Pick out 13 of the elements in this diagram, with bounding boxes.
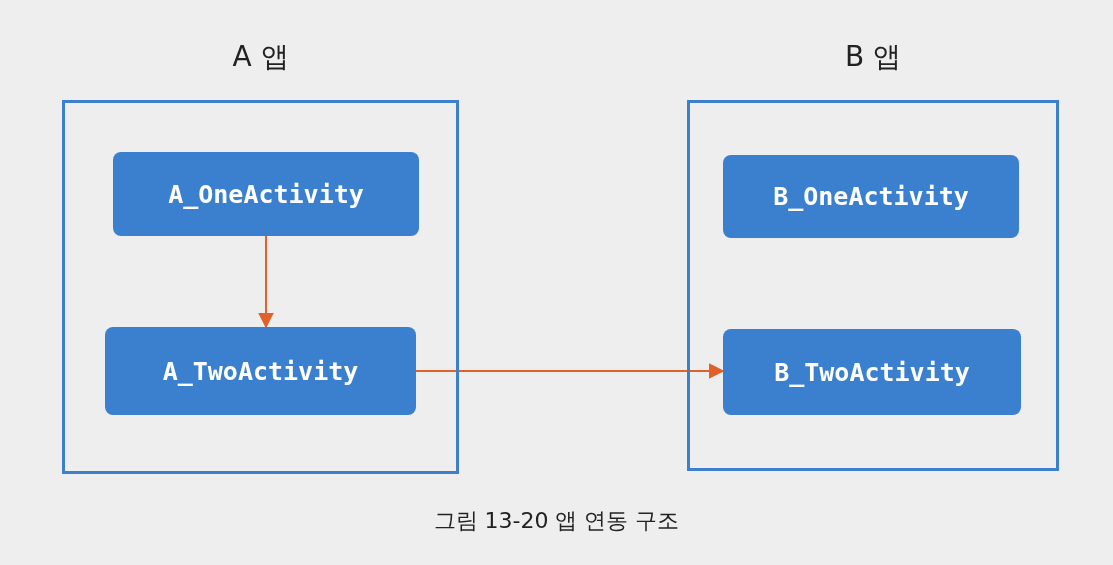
activity-box	[723, 155, 1019, 238]
activity-label: A_TwoActivity	[162, 356, 359, 386]
activity-label: A_OneActivity	[168, 179, 364, 209]
activity-box	[113, 152, 419, 236]
arrow	[258, 235, 274, 329]
activity-box	[105, 327, 416, 415]
figure-caption: 그림 13-20 앱 연동 구조	[433, 508, 680, 533]
activity-label: B_OneActivity	[773, 182, 969, 211]
container-heading: B 앱	[844, 40, 902, 73]
container-heading: A 앱	[232, 40, 289, 73]
activity-label: B_TwoActivity	[774, 357, 970, 387]
activity-box	[723, 329, 1021, 415]
arrow	[415, 363, 725, 379]
